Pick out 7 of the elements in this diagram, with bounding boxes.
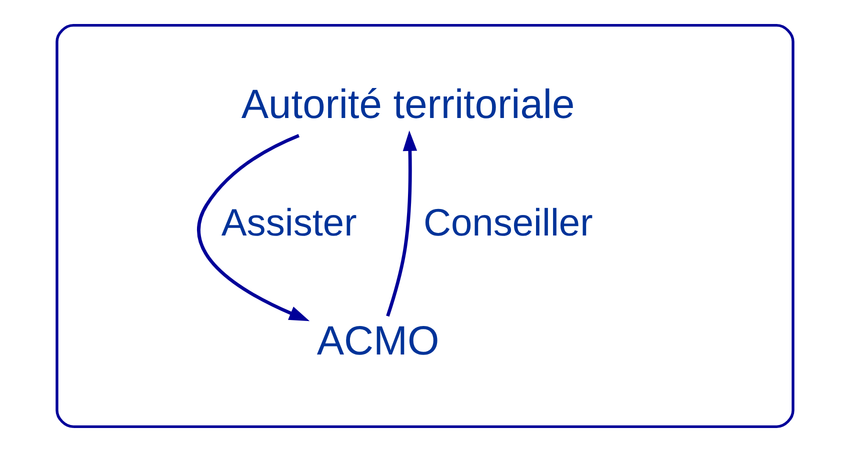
edge-label: Conseiller <box>422 202 592 244</box>
node-text: Autorité territoriale <box>240 80 574 126</box>
cluster <box>55 23 794 428</box>
arrow <box>196 133 310 321</box>
edge-label: Assister <box>220 202 356 244</box>
arrow <box>386 130 417 316</box>
node-text: ACMO <box>316 317 439 364</box>
